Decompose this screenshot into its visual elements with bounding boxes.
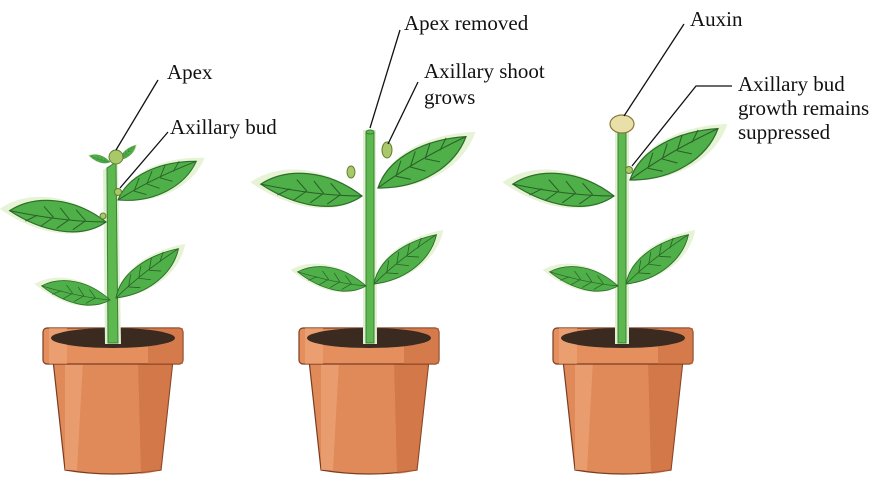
suppressed-label-3: suppressed xyxy=(738,120,831,144)
axillary-bud-label: Axillary bud xyxy=(170,115,277,139)
axillary-shoot-leader xyxy=(388,82,418,144)
apex-leader xyxy=(116,80,158,150)
suppressed-label-1: Axillary bud xyxy=(738,72,845,96)
apex-removed-leader xyxy=(370,30,400,128)
suppressed-label-2: growth remains xyxy=(738,96,869,120)
auxin-label: Auxin xyxy=(690,7,743,31)
axillary-bud-1 xyxy=(115,189,122,196)
auxin-paste xyxy=(610,115,634,133)
plant-apex-removed: Apex removed Axillary shoot grows xyxy=(248,11,545,474)
plant-intact: Apex Axillary bud xyxy=(0,60,277,474)
axillary-shoot-2 xyxy=(382,142,392,158)
apex-bud-1 xyxy=(109,150,123,164)
apex-removed-label: Apex removed xyxy=(404,11,529,35)
stem-3 xyxy=(615,128,629,344)
auxin-leader xyxy=(624,24,684,116)
axillary-shoot-2b xyxy=(347,166,355,178)
apex-label: Apex xyxy=(167,60,213,84)
plant-auxin-applied: Auxin Axillary bud growth remains suppre… xyxy=(500,7,869,474)
stem-2 xyxy=(363,130,377,344)
axillary-bud-1b xyxy=(100,213,106,219)
axillary-shoot-label-1: Axillary shoot xyxy=(424,59,545,83)
pot-2 xyxy=(299,328,439,474)
stem-1 xyxy=(103,160,121,344)
axillary-shoot-label-2: grows xyxy=(424,85,475,109)
axillary-bud-3 xyxy=(626,167,633,174)
pot-3 xyxy=(553,328,693,474)
pot-1 xyxy=(43,328,183,474)
